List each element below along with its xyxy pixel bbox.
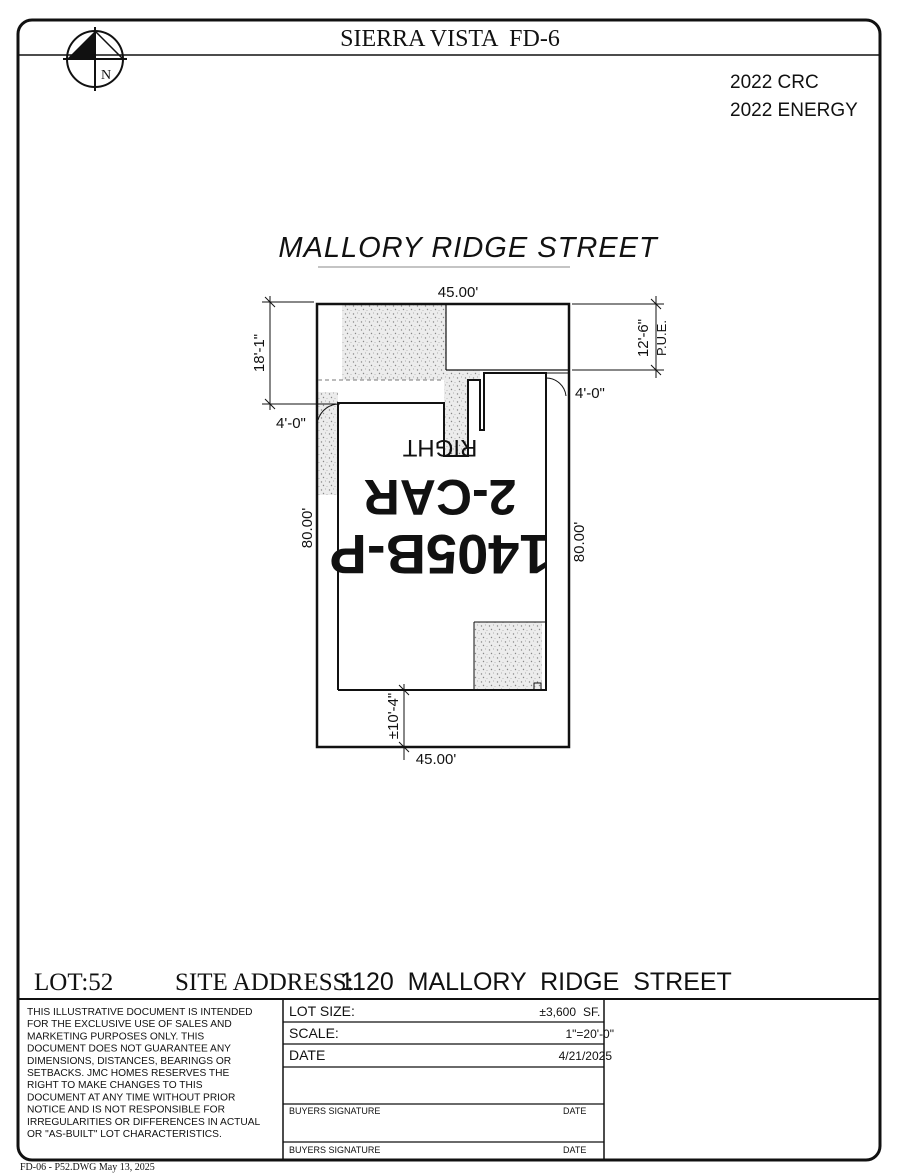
disclaimer-line: RIGHT TO MAKE CHANGES TO THIS [27, 1080, 203, 1091]
disclaimer-line: IRREGULARITIES OR DIFFERENCES IN ACTUAL [27, 1117, 261, 1128]
dim-pue-line [572, 296, 664, 378]
dim-side-setback-left: 4'-0" [276, 415, 306, 432]
street-name: MALLORY RIDGE STREET [278, 232, 659, 264]
dim-side-setback-left-line [317, 403, 341, 421]
disclaimer-line: NOTICE AND IS NOT RESPONSIBLE FOR [27, 1105, 225, 1116]
dim-front-setback: 18'-1" [251, 334, 268, 372]
info-table-rules [283, 1021, 604, 1143]
buyers-signature-label: BUYERS SIGNATURE [289, 1145, 380, 1155]
sheet-title: SIERRA VISTA FD-6 [340, 26, 560, 52]
lot-label: LOT:52 [34, 969, 113, 996]
dim-side-setback-right-line [545, 377, 567, 397]
north-arrow-icon: N [63, 27, 127, 91]
signature-date-label: DATE [563, 1106, 586, 1116]
dim-front-width: 45.00' [438, 284, 479, 301]
date-label: DATE [289, 1047, 325, 1063]
dim-rear-setback: ±10'-4" [385, 693, 402, 739]
disclaimer-line: DIMENSIONS, DISTANCES, BEARINGS OR [27, 1056, 231, 1067]
lot-size-unit: SF. [583, 1005, 600, 1019]
lot-size-value: ±3,600 [539, 1005, 576, 1019]
plan-name: 1405B-P [329, 523, 550, 586]
site-address: 1120 MALLORY RIDGE STREET [340, 968, 732, 996]
house-label-group: 1405B-P 2-CAR RIGHT [329, 434, 550, 586]
dim-side-setback-right: 4'-0" [575, 385, 605, 402]
scale-label: SCALE: [289, 1025, 339, 1041]
pue-label: P.U.E. [654, 320, 669, 356]
disclaimer-line: FOR THE EXCLUSIVE USE OF SALES AND [27, 1019, 232, 1030]
dim-left-depth: 80.00' [299, 508, 316, 549]
disclaimer-line: DOCUMENT AT ANY TIME WITHOUT PRIOR [27, 1092, 235, 1103]
dim-rear-width: 45.00' [416, 751, 457, 768]
lot-boundary [315, 302, 571, 749]
orientation-label: RIGHT [402, 434, 477, 461]
code-line-2: 2022 ENERGY [730, 100, 858, 121]
site-address-label: SITE ADDRESS: [175, 969, 354, 996]
code-line-1: 2022 CRC [730, 72, 819, 93]
dim-rear-setback-line [398, 684, 410, 760]
sheet-border [16, 18, 882, 1162]
rear-patio [474, 622, 542, 689]
garage-label: 2-CAR [364, 469, 517, 525]
side-walkway [318, 392, 338, 495]
disclaimer-line: SETBACKS. JMC HOMES RESERVES THE [27, 1068, 229, 1079]
dim-right-depth: 80.00' [571, 522, 588, 563]
ac-pad [533, 682, 542, 691]
disclaimer-line: DOCUMENT DOES NOT GUARANTEE ANY [27, 1044, 231, 1055]
driveway [342, 304, 480, 456]
disclaimer-line: OR "AS-BUILT" LOT CHARACTERISTICS. [27, 1129, 222, 1140]
disclaimer-line: THIS ILLUSTRATIVE DOCUMENT IS INTENDED [27, 1007, 252, 1018]
dim-pue: 12'-6" [635, 319, 652, 357]
lot-size-label: LOT SIZE: [289, 1003, 355, 1019]
disclaimer-line: MARKETING PURPOSES ONLY. THIS [27, 1031, 204, 1042]
north-label: N [101, 68, 111, 83]
scale-value: 1"=20'-0" [565, 1027, 614, 1041]
date-value: 4/21/2025 [559, 1049, 613, 1063]
signature-date-label: DATE [563, 1145, 586, 1155]
dim-front-setback-line [262, 296, 336, 410]
buyers-signature-label: BUYERS SIGNATURE [289, 1106, 380, 1116]
file-stamp: FD-06 - P52.DWG May 13, 2025 [20, 1162, 155, 1173]
